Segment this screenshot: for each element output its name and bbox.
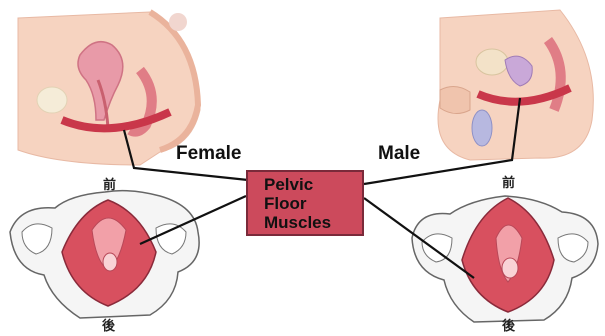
- female-back-glyph: 後: [102, 320, 115, 333]
- male-pelvis-view: [412, 196, 598, 322]
- female-pelvis-view: [10, 191, 199, 318]
- male-muscle-center: [502, 258, 518, 278]
- male-testis: [472, 110, 492, 146]
- female-front-glyph: 前: [103, 179, 116, 192]
- male-back-glyph: 後: [502, 320, 515, 333]
- box-line-2: Floor: [264, 194, 362, 213]
- box-line-3: Muscles: [264, 213, 362, 232]
- female-muscle-center: [103, 253, 117, 271]
- female-bladder: [37, 87, 67, 113]
- female-spine-dot: [169, 13, 187, 31]
- female-side-view: [18, 12, 200, 165]
- box-line-1: Pelvic: [264, 175, 362, 194]
- male-label: Male: [378, 144, 420, 163]
- female-label: Female: [176, 144, 241, 163]
- male-front-glyph: 前: [502, 177, 515, 190]
- pelvic-floor-muscles-box: Pelvic Floor Muscles: [246, 170, 364, 236]
- male-bladder: [476, 49, 508, 75]
- male-penis: [440, 86, 470, 113]
